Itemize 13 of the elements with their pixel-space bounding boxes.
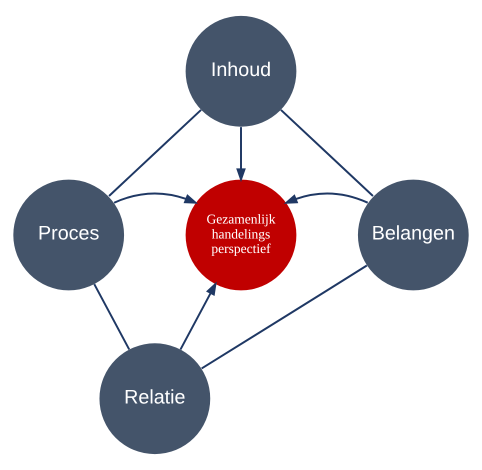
connector [93,284,130,350]
node-circle: Proces [13,180,124,290]
node-circle: Relatie [99,343,210,454]
connector [201,264,368,370]
node-circle: Gezamenlijk handelings perspectief [186,180,296,290]
arrow [180,282,217,350]
node-circle: Inhoud [186,16,296,127]
arrow [236,127,246,182]
node-circle: Belangen [358,180,469,290]
connector [108,109,202,197]
connector [280,109,374,197]
arrow [114,192,198,204]
arrow [284,192,368,204]
